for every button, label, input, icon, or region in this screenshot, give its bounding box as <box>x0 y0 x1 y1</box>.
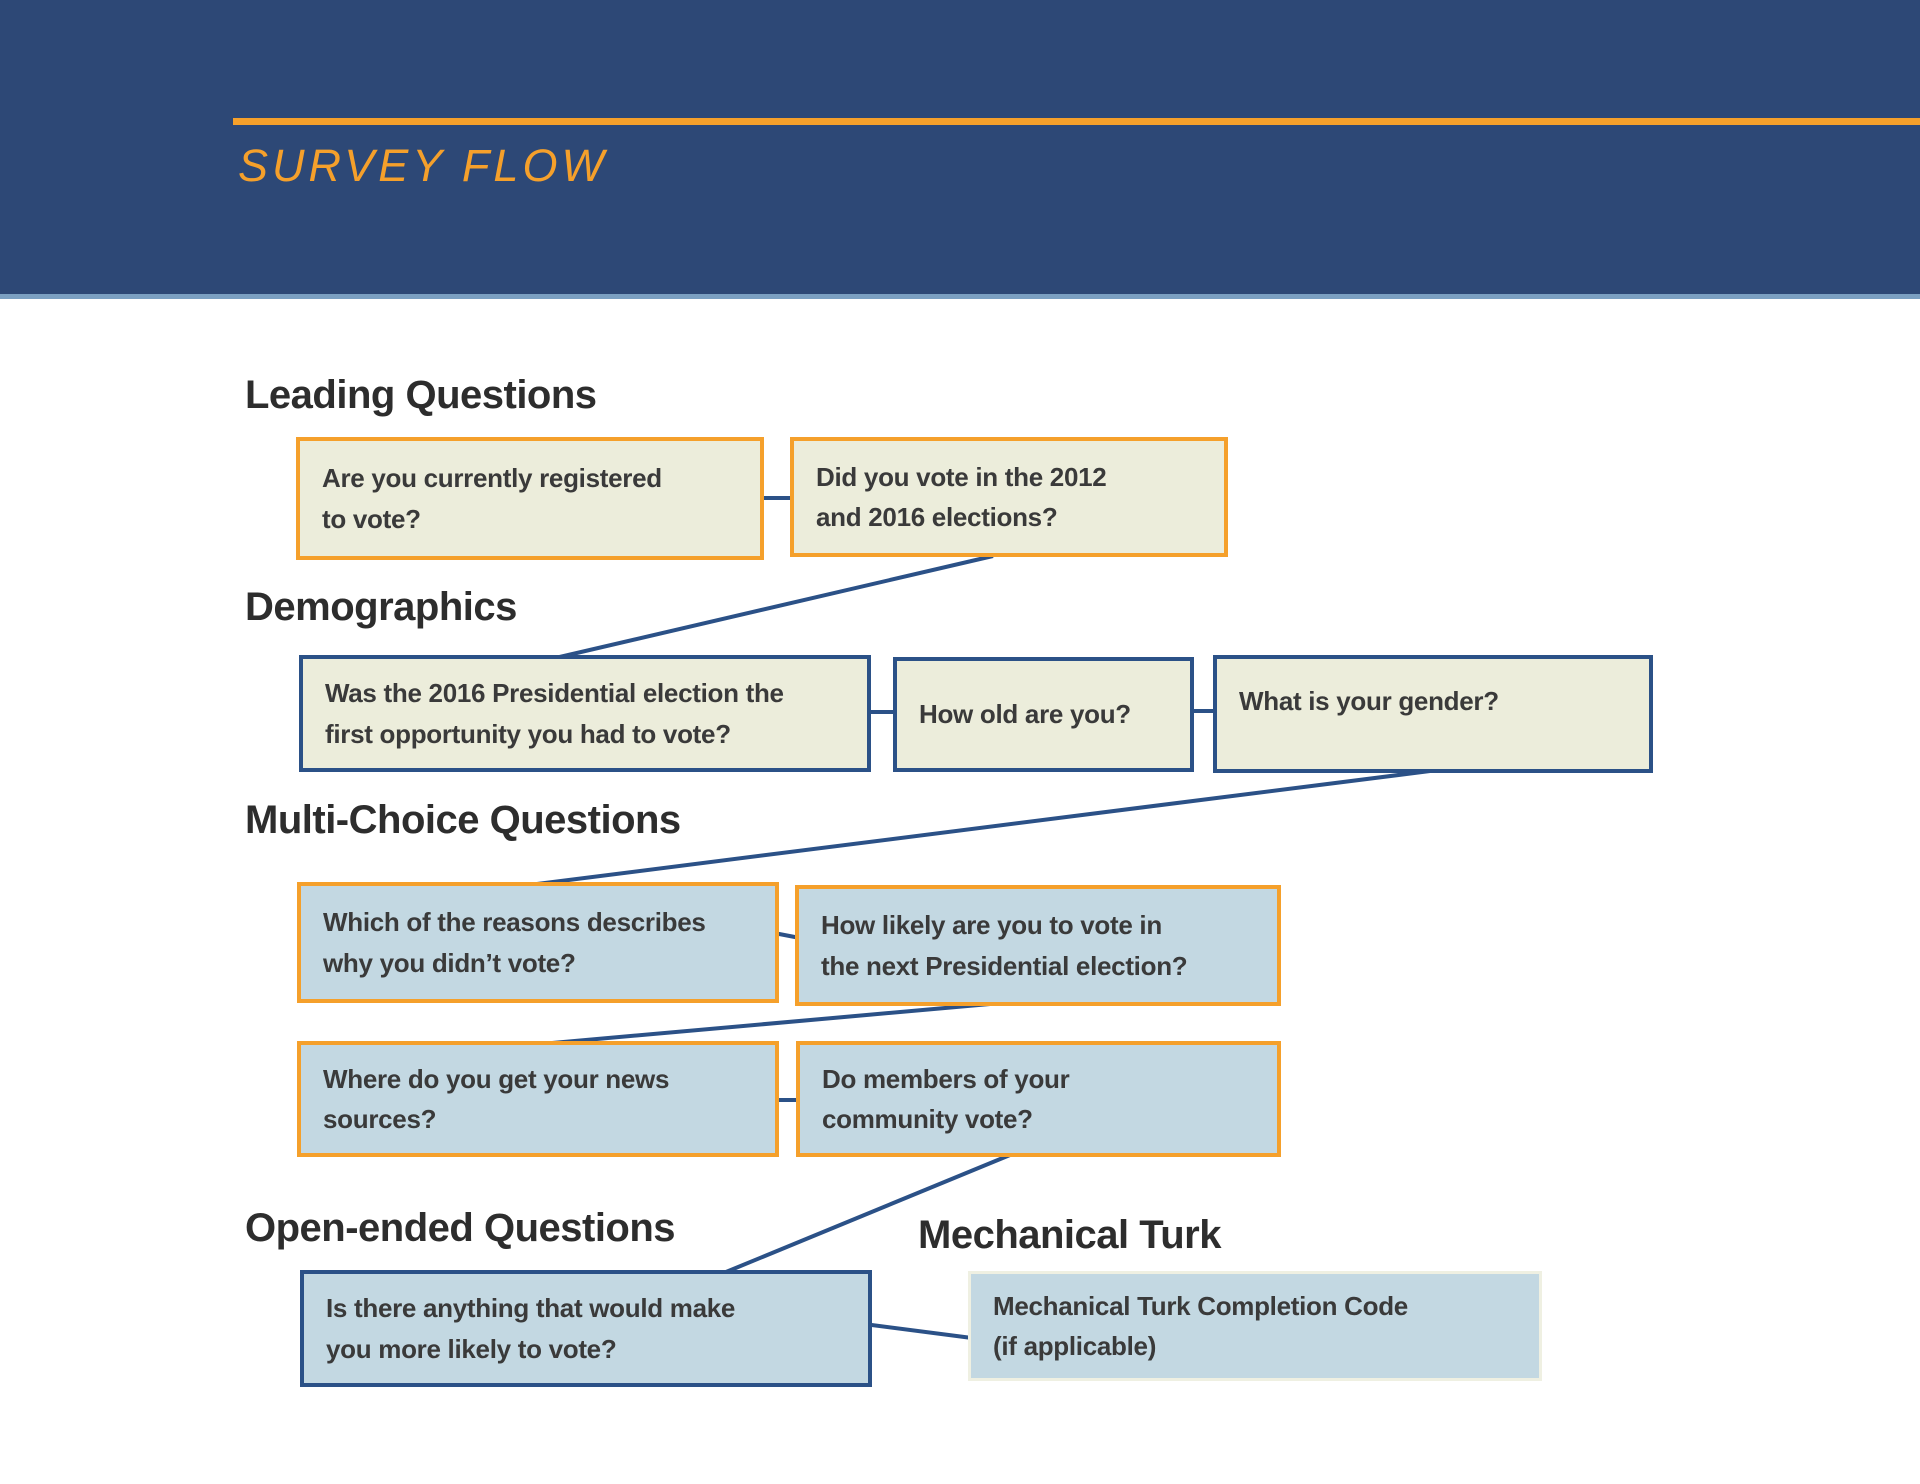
section-heading-demographics: Demographics <box>245 585 517 629</box>
question-box-gender: What is your gender? <box>1213 655 1653 773</box>
connector-voted-firstopportunity <box>550 554 994 661</box>
question-box-voted-2012-2016: Did you vote in the 2012 and 2016 electi… <box>790 437 1228 557</box>
question-box-first-opportunity: Was the 2016 Presidential election the f… <box>299 655 871 772</box>
connector-gender-reasons <box>536 769 1431 886</box>
question-box-reasons-not-vote: Which of the reasons describes why you d… <box>297 882 779 1003</box>
connector-morelikely-mturk <box>863 1322 973 1340</box>
question-box-likely-next-election: How likely are you to vote in the next P… <box>795 885 1281 1006</box>
question-box-registered: Are you currently registered to vote? <box>296 437 764 560</box>
section-heading-multi-choice: Multi-Choice Questions <box>245 798 681 842</box>
section-heading-open-ended: Open-ended Questions <box>245 1206 676 1250</box>
page-title: SURVEY FLOW <box>238 140 608 191</box>
question-box-news-sources: Where do you get your news sources? <box>297 1041 779 1157</box>
section-heading-mechanical-turk: Mechanical Turk <box>918 1213 1221 1257</box>
question-box-mturk-completion-code: Mechanical Turk Completion Code (if appl… <box>968 1271 1542 1381</box>
header-accent-rule <box>233 118 1920 125</box>
connector-community-morelikely <box>725 1153 1011 1274</box>
header-band: SURVEY FLOW <box>0 0 1920 299</box>
connector-likely-news <box>540 1002 991 1046</box>
question-box-community-vote: Do members of your community vote? <box>796 1041 1281 1157</box>
section-heading-leading-questions: Leading Questions <box>245 373 597 417</box>
question-box-age: How old are you? <box>893 657 1194 772</box>
question-box-more-likely-to-vote: Is there anything that would make you mo… <box>300 1270 872 1387</box>
